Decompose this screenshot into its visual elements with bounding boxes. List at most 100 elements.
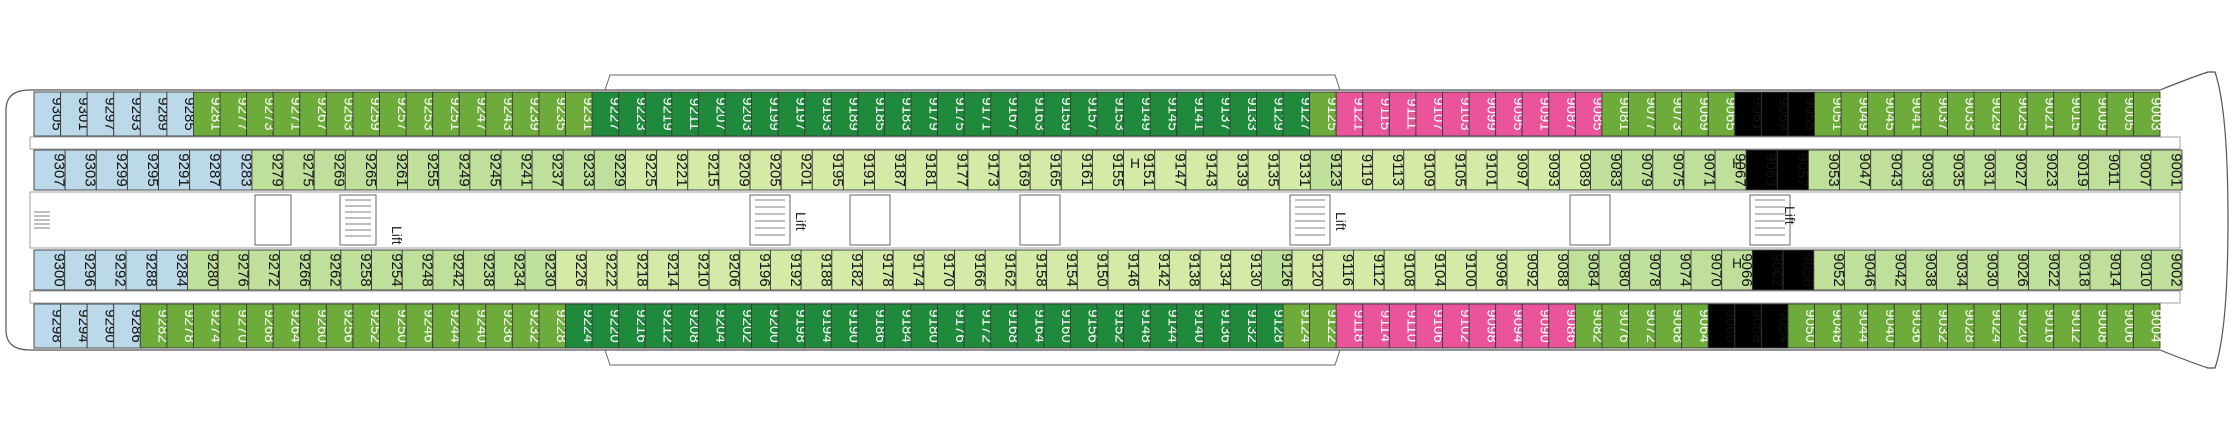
cabin-9104[interactable] <box>1414 249 1446 291</box>
cabin-9099[interactable] <box>1468 91 1497 137</box>
cabin-9024[interactable] <box>1973 303 2001 349</box>
cabin-9123[interactable] <box>1309 149 1342 191</box>
cabin-9107[interactable] <box>1415 91 1443 137</box>
cabin-9272[interactable] <box>248 249 280 291</box>
cabin-9033[interactable] <box>1946 91 1975 137</box>
cabin-9018[interactable] <box>2058 249 2091 291</box>
cabin-9074[interactable] <box>1659 249 1692 291</box>
cabin-9100[interactable] <box>1445 249 1477 291</box>
cabin-9291[interactable] <box>158 149 191 191</box>
cabin-9253[interactable] <box>405 91 434 137</box>
cabin-9157[interactable] <box>1069 91 1098 137</box>
cabin-9273[interactable] <box>246 91 274 137</box>
cabin-9290[interactable] <box>86 303 115 349</box>
cabin-9187[interactable] <box>874 149 907 191</box>
cabin-9039[interactable] <box>1901 149 1934 191</box>
cabin-9162[interactable] <box>984 249 1017 291</box>
cabin-9053[interactable] <box>1807 149 1841 191</box>
cabin-9160[interactable] <box>1043 303 1071 349</box>
cabin-9139[interactable] <box>1216 149 1249 191</box>
cabin-9298[interactable] <box>33 303 62 349</box>
cabin-9012[interactable] <box>2053 303 2081 349</box>
cabin-9079[interactable] <box>1621 149 1654 191</box>
cabin-9276[interactable] <box>217 249 250 291</box>
cabin-9014[interactable] <box>2089 249 2122 291</box>
cabin-9243[interactable] <box>485 91 513 137</box>
cabin-9023[interactable] <box>2025 149 2058 191</box>
cabin-9054[interactable] <box>1760 303 1789 349</box>
cabin-9224[interactable] <box>565 303 593 349</box>
cabin-9248[interactable] <box>401 249 434 291</box>
cabin-9003[interactable] <box>2132 91 2161 137</box>
cabin-9232[interactable] <box>511 303 540 349</box>
cabin-9294[interactable] <box>60 303 88 349</box>
cabin-9028[interactable] <box>1946 303 1975 349</box>
cabin-9210[interactable] <box>677 249 710 291</box>
cabin-9235[interactable] <box>538 91 566 137</box>
cabin-9087[interactable] <box>1548 91 1576 137</box>
cabin-9118[interactable] <box>1335 303 1364 349</box>
cabin-9131[interactable] <box>1278 149 1311 191</box>
cabin-9071[interactable] <box>1683 149 1716 191</box>
cabin-9257[interactable] <box>379 91 407 137</box>
cabin-9200[interactable] <box>751 303 779 349</box>
cabin-9057[interactable] <box>1776 149 1809 191</box>
cabin-9066[interactable] <box>1721 249 1753 291</box>
cabin-9260[interactable] <box>299 303 327 349</box>
cabin-9288[interactable] <box>125 249 158 291</box>
cabin-9045[interactable] <box>1867 91 1895 137</box>
cabin-9296[interactable] <box>64 249 96 291</box>
cabin-9098[interactable] <box>1468 303 1497 349</box>
cabin-9048[interactable] <box>1814 303 1842 349</box>
cabin-9022[interactable] <box>2028 249 2060 291</box>
cabin-9153[interactable] <box>1096 91 1125 137</box>
cabin-9301[interactable] <box>60 91 88 137</box>
cabin-9020[interactable] <box>2000 303 2028 349</box>
cabin-9229[interactable] <box>593 149 626 191</box>
cabin-9092[interactable] <box>1506 249 1539 291</box>
cabin-9091[interactable] <box>1521 91 1550 137</box>
cabin-9050[interactable] <box>1787 303 1815 349</box>
cabin-9097[interactable] <box>1496 149 1529 191</box>
cabin-9134[interactable] <box>1199 249 1232 291</box>
cabin-9271[interactable] <box>272 91 301 137</box>
cabin-9251[interactable] <box>432 91 460 137</box>
cabin-9233[interactable] <box>562 149 595 191</box>
cabin-9125[interactable] <box>1309 91 1337 137</box>
cabin-9015[interactable] <box>2053 91 2081 137</box>
cabin-9283[interactable] <box>220 149 253 191</box>
cabin-9141[interactable] <box>1176 91 1204 137</box>
cabin-9284[interactable] <box>156 249 188 291</box>
cabin-9130[interactable] <box>1230 249 1262 291</box>
cabin-9069[interactable] <box>1681 91 1709 137</box>
cabin-9240[interactable] <box>458 303 487 349</box>
cabin-9198[interactable] <box>777 303 806 349</box>
cabin-9038[interactable] <box>1905 249 1937 291</box>
cabin-9072[interactable] <box>1628 303 1656 349</box>
cabin-9286[interactable] <box>113 303 141 349</box>
cabin-9035[interactable] <box>1932 149 1965 191</box>
cabin-9164[interactable] <box>1016 303 1045 349</box>
cabin-9083[interactable] <box>1590 149 1623 191</box>
cabin-9234[interactable] <box>493 249 526 291</box>
cabin-9177[interactable] <box>936 149 969 191</box>
cabin-9226[interactable] <box>555 249 587 291</box>
cabin-9132[interactable] <box>1229 303 1257 349</box>
cabin-9196[interactable] <box>739 249 771 291</box>
cabin-9102[interactable] <box>1442 303 1470 349</box>
cabin-9202[interactable] <box>724 303 752 349</box>
cabin-9241[interactable] <box>500 149 533 191</box>
cabin-9044[interactable] <box>1840 303 1869 349</box>
cabin-9252[interactable] <box>352 303 380 349</box>
cabin-9008[interactable] <box>2079 303 2108 349</box>
cabin-9279[interactable] <box>251 149 284 191</box>
cabin-9169[interactable] <box>998 149 1031 191</box>
cabin-9081[interactable] <box>1601 91 1629 137</box>
cabin-9151[interactable] <box>1123 149 1156 191</box>
cabin-9110[interactable] <box>1388 303 1417 349</box>
cabin-9005[interactable] <box>2106 91 2134 137</box>
cabin-9121[interactable] <box>1335 91 1364 137</box>
cabin-9040[interactable] <box>1867 303 1895 349</box>
cabin-9146[interactable] <box>1107 249 1140 291</box>
cabin-9006[interactable] <box>2106 303 2134 349</box>
